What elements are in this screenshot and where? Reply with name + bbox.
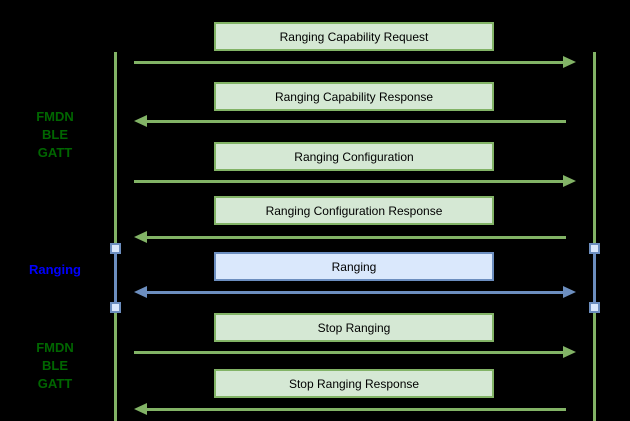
arrowhead-right-icon [563, 56, 576, 68]
arrow-line [146, 119, 566, 123]
activation-square [589, 302, 600, 313]
phase-label-ranging: Ranging [0, 261, 110, 279]
arrow-line [146, 407, 566, 411]
message-label: Ranging Configuration [294, 149, 414, 164]
arrow-line [134, 60, 564, 64]
phase-label-line: GATT [37, 376, 73, 391]
lifeline-left [114, 52, 117, 421]
message-arrow-right [134, 56, 576, 68]
arrowhead-left-icon [134, 286, 147, 298]
arrowhead-right-icon [563, 346, 576, 358]
message-label: Stop Ranging Response [288, 376, 420, 391]
activation-square [589, 243, 600, 254]
ranging-session-segment-left [114, 253, 117, 303]
activation-square [110, 243, 121, 254]
message-box-ranging-capability-request: Ranging Capability Request [214, 22, 494, 51]
phase-label-line: BLE [42, 358, 68, 373]
message-arrow-bidirectional [134, 286, 576, 298]
message-arrow-right [134, 175, 576, 187]
arrowhead-left-icon [134, 403, 147, 415]
arrowhead-left-icon [134, 231, 147, 243]
arrow-line [134, 179, 564, 183]
message-arrow-left [134, 231, 576, 243]
arrow-line [134, 350, 564, 354]
phase-label-line: BLE [42, 127, 68, 142]
message-box-stop-ranging: Stop Ranging [214, 313, 494, 342]
arrowhead-left-icon [134, 115, 147, 127]
message-box-ranging-capability-response: Ranging Capability Response [214, 82, 494, 111]
message-box-ranging: Ranging [214, 252, 494, 281]
message-label: Ranging Capability Request [279, 29, 429, 44]
arrowhead-right-icon [563, 175, 576, 187]
message-label: Ranging Configuration Response [265, 203, 443, 218]
phase-label-fmdn-ble-gatt-top: FMDN BLE GATT [0, 108, 110, 162]
message-arrow-right [134, 346, 576, 358]
message-box-stop-ranging-response: Stop Ranging Response [214, 369, 494, 398]
ranging-session-segment-right [593, 253, 596, 303]
phase-label-line: Ranging [29, 262, 81, 277]
phase-label-line: FMDN [36, 340, 74, 355]
phase-label-line: FMDN [36, 109, 74, 124]
message-arrow-left [134, 115, 576, 127]
message-label: Ranging [331, 259, 377, 274]
arrow-line [146, 290, 564, 294]
phase-label-line: GATT [37, 145, 73, 160]
message-box-ranging-configuration-response: Ranging Configuration Response [214, 196, 494, 225]
message-arrow-left [134, 403, 576, 415]
activation-square [110, 302, 121, 313]
phase-label-fmdn-ble-gatt-bottom: FMDN BLE GATT [0, 339, 110, 393]
message-label: Stop Ranging [317, 320, 391, 335]
message-label: Ranging Capability Response [274, 89, 434, 104]
lifeline-right [593, 52, 596, 421]
arrow-line [146, 235, 566, 239]
arrowhead-right-icon [563, 286, 576, 298]
message-box-ranging-configuration: Ranging Configuration [214, 142, 494, 171]
